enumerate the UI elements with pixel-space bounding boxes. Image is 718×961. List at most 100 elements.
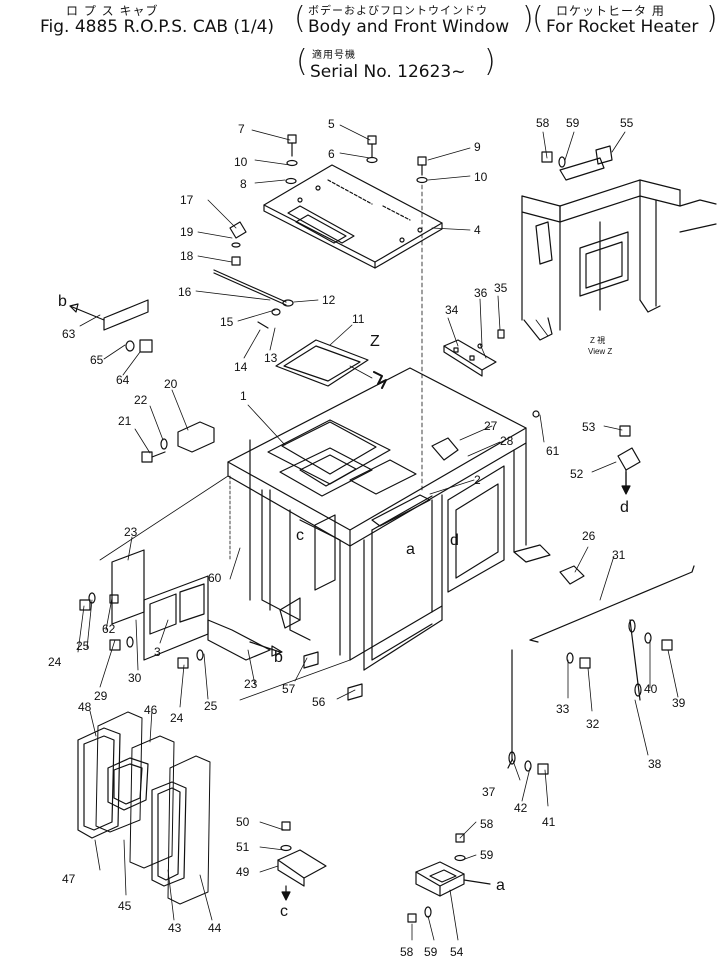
- part-number-16: 16: [178, 285, 192, 299]
- ref-letter-d-bottom: d: [620, 499, 629, 516]
- ref-letter-a-bottom: a: [496, 877, 505, 894]
- panel-part-34: [443, 329, 505, 377]
- rocket-heater-title: For Rocket Heater: [546, 17, 699, 37]
- part-number-24a: 24: [48, 655, 62, 669]
- part-number-9: 9: [474, 140, 481, 154]
- clamp-part-26: [559, 565, 585, 585]
- part-number-17: 17: [180, 193, 194, 207]
- part-number-21: 21: [118, 414, 132, 428]
- title-cab-jp: ロ プ ス キャブ: [66, 4, 159, 18]
- part-number-53: 53: [582, 420, 596, 434]
- cab-body-part-1: [99, 367, 551, 701]
- part-number-6: 6: [328, 147, 335, 161]
- part-number-39: 39: [672, 696, 686, 710]
- bracket-part-49: [277, 821, 327, 901]
- ref-letter-b-bottom: b: [274, 649, 283, 666]
- part-number-57: 57: [282, 682, 296, 696]
- part-number-60: 60: [208, 571, 222, 585]
- serial-number-title: Serial No. 12623~: [310, 62, 466, 82]
- part-number-25b: 25: [204, 699, 218, 713]
- part-number-12: 12: [322, 293, 336, 307]
- part-number-54: 54: [450, 945, 464, 959]
- clips-56-57: [303, 651, 363, 701]
- part-number-34: 34: [445, 303, 459, 317]
- title-body-jp: ボデーおよびフロントウインドウ: [308, 4, 488, 17]
- part-number-49: 49: [236, 865, 250, 879]
- part-number-13: 13: [264, 351, 278, 365]
- part-number-65: 65: [90, 353, 104, 367]
- paren-open-heater: (: [532, 1, 544, 36]
- part-number-33: 33: [556, 702, 570, 716]
- part-number-46: 46: [144, 703, 158, 717]
- part-number-41: 41: [542, 815, 556, 829]
- part-number-31: 31: [612, 548, 626, 562]
- part-number-10b: 10: [474, 170, 488, 184]
- ref-letter-a-top: a: [406, 541, 415, 558]
- part-number-62: 62: [102, 622, 116, 636]
- part-number-51: 51: [236, 840, 250, 854]
- bracket-part-52: [617, 425, 641, 489]
- part-number-24b: 24: [170, 711, 184, 725]
- plate-part-63: [69, 299, 153, 353]
- part-number-40: 40: [644, 682, 658, 696]
- part-number-43: 43: [168, 921, 182, 935]
- part-number-56: 56: [312, 695, 326, 709]
- part-number-4: 4: [474, 223, 481, 237]
- title-heater-jp: ロケットヒータ 用: [556, 4, 665, 18]
- ref-letter-c-top: c: [296, 527, 304, 544]
- linkage-parts: [213, 221, 294, 329]
- bracket-part-54: [407, 833, 491, 923]
- rocket-heater-view: [521, 145, 717, 341]
- part-number-23b: 23: [244, 677, 258, 691]
- leader-lines: [77, 124, 679, 941]
- part-number-32: 32: [586, 717, 600, 731]
- serial-label-jp: 適用号機: [312, 50, 356, 61]
- part-number-11: 11: [352, 312, 365, 326]
- part-number-44: 44: [208, 921, 222, 935]
- bracket-part-20: [141, 421, 215, 463]
- part-number-labels: 7 5 6 10 8 9 10 4 17 19 18 16 12 15 14 1…: [48, 116, 686, 959]
- view-letter-z: Z: [370, 333, 380, 350]
- heater-part-3: [79, 549, 283, 669]
- front-window-set: [77, 711, 211, 905]
- part-number-25a: 25: [76, 639, 90, 653]
- part-number-61: 61: [546, 444, 560, 458]
- floor-plate-part-4: [263, 164, 443, 269]
- ref-letter-c-bottom: c: [280, 903, 288, 920]
- part-number-15: 15: [220, 315, 234, 329]
- part-number-59b: 59: [480, 848, 494, 862]
- part-number-64: 64: [116, 373, 130, 387]
- paren-close-body: ): [522, 1, 534, 36]
- ref-letter-b-top: b: [58, 293, 67, 310]
- part-number-2: 2: [474, 473, 481, 487]
- part-number-8: 8: [240, 177, 247, 191]
- part-number-58c: 58: [400, 945, 414, 959]
- part-number-52: 52: [570, 467, 584, 481]
- top-bolts: [285, 134, 428, 491]
- part-number-42: 42: [514, 801, 528, 815]
- view-z-jp: Z 視: [590, 336, 605, 345]
- part-number-50: 50: [236, 815, 250, 829]
- part-number-26: 26: [582, 529, 596, 543]
- part-number-28: 28: [500, 434, 514, 448]
- part-number-45: 45: [118, 899, 132, 913]
- part-number-23a: 23: [124, 525, 138, 539]
- part-number-29: 29: [94, 689, 108, 703]
- reference-arrows: [621, 471, 631, 495]
- part-number-47: 47: [62, 872, 76, 886]
- part-number-20: 20: [164, 377, 178, 391]
- part-number-63: 63: [62, 327, 76, 341]
- part-number-30: 30: [128, 671, 142, 685]
- part-number-59c: 59: [424, 945, 438, 959]
- paren-open-serial: (: [296, 44, 308, 79]
- reference-letter-labels: b b c c a a d d Z Z 視 View Z: [58, 293, 629, 920]
- part-number-36: 36: [474, 286, 488, 300]
- part-number-59a: 59: [566, 116, 580, 130]
- part-number-22: 22: [134, 393, 148, 407]
- view-z-label: View Z: [588, 347, 612, 356]
- part-number-5: 5: [328, 117, 335, 131]
- part-number-58b: 58: [480, 817, 494, 831]
- part-number-19: 19: [180, 225, 194, 239]
